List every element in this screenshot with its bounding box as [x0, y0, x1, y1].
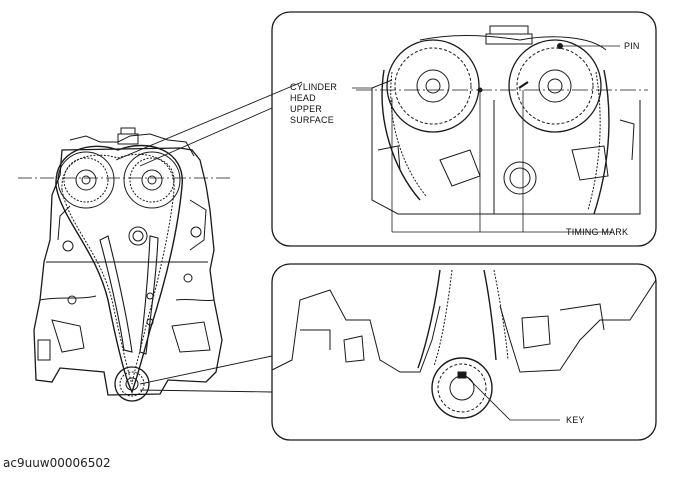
labels: PIN CYLINDER HEAD UPPER SURFACE TIMING M… [290, 41, 640, 425]
pin-label: PIN [624, 41, 640, 51]
engine-front-view [18, 127, 232, 402]
timing-mark-label: TIMING MARK [566, 227, 628, 237]
cylinder-head-label-line4: SURFACE [290, 115, 334, 125]
cylinder-head-label-line3: UPPER [290, 104, 322, 114]
figure-code: ac9uuw00006502 [3, 456, 111, 470]
crankshaft-detail-inset [271, 263, 657, 441]
cylinder-head-label-line1: CYLINDER [290, 82, 337, 92]
cylinder-head-label-line2: HEAD [290, 93, 316, 103]
camshaft-detail-inset [271, 11, 657, 247]
callout-lines [115, 81, 303, 393]
key-label: KEY [566, 415, 585, 425]
